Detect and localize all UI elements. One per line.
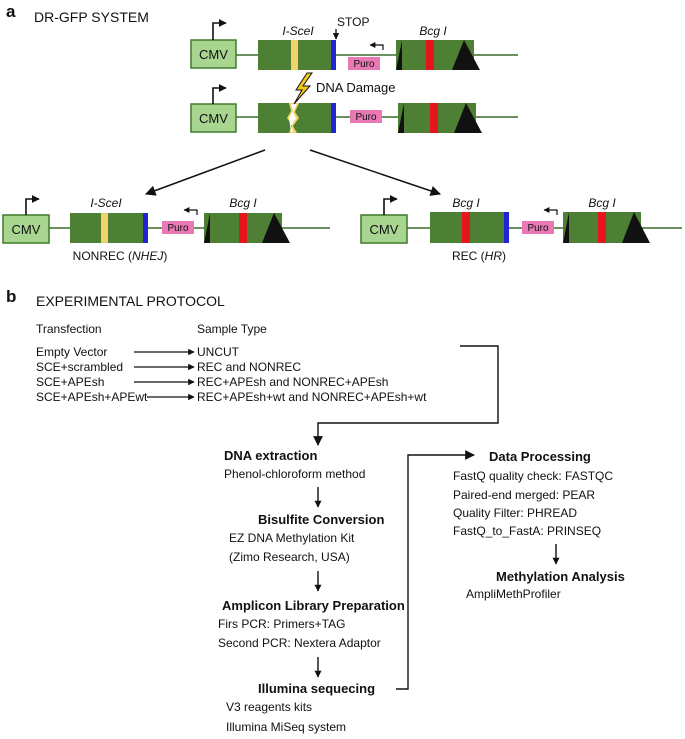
- nonrec-caption: NONREC (NHEJ): [73, 249, 168, 263]
- processing-line: Quality Filter: PHREAD: [453, 506, 577, 520]
- puro-gene: [350, 110, 382, 123]
- sample-cell: REC and NONREC: [197, 360, 301, 374]
- processing-line: FastQ_to_FastA: PRINSEQ: [453, 524, 601, 538]
- bcg-site: [426, 40, 434, 70]
- bcg-site: [462, 212, 470, 243]
- workflow-steps: DNA extraction Phenol-chloroform method …: [218, 448, 405, 734]
- arrow-to-nonrec: [145, 149, 266, 196]
- promoter-arrow: [383, 195, 398, 215]
- step-line: Firs PCR: Primers+TAG: [218, 617, 345, 631]
- puro-label: Puro: [527, 223, 549, 234]
- step-title-illumina: Illumina sequecing: [258, 681, 375, 696]
- puro-gene: [522, 221, 554, 234]
- step-title-amplicon: Amplicon Library Preparation: [222, 598, 405, 613]
- step-line: Phenol-chloroform method: [224, 467, 365, 481]
- cmv-label: CMV: [199, 111, 228, 126]
- construct-nonrec: CMV I-SceI Puro Bcg I NONREC (NHEJ): [2, 195, 330, 263]
- promoter-arrow: [212, 19, 227, 40]
- puro-gene: [162, 221, 194, 234]
- processing-line: Paired-end merged: PEAR: [453, 488, 595, 502]
- isce-label: I-SceI: [282, 24, 314, 38]
- cmv-promoter: [2, 214, 50, 244]
- bcg-label: Bcg I: [452, 196, 480, 210]
- col-header-transfection: Transfection: [36, 322, 102, 336]
- sample-cell: UNCUT: [197, 345, 240, 359]
- promoter-arrow: [25, 195, 40, 215]
- transfection-cell: SCE+APEsh: [36, 375, 104, 389]
- cmv-promoter: [360, 214, 408, 244]
- bcg-label: Bcg I: [229, 196, 257, 210]
- bcg-site: [239, 213, 247, 243]
- isce-site: [101, 213, 108, 243]
- sample-cell: REC+APEsh+wt and NONREC+APEsh+wt: [197, 390, 427, 404]
- construct-damaged: CMV DNA Damage Puro: [190, 72, 518, 133]
- transfection-cell: Empty Vector: [36, 345, 107, 359]
- rec-caption: REC (HR): [452, 249, 506, 263]
- bcg-label: Bcg I: [419, 24, 447, 38]
- step-title-bisulfite: Bisulfite Conversion: [258, 512, 384, 527]
- processing-line: FastQ quality check: FASTQC: [453, 469, 613, 483]
- transfection-table: Empty Vector UNCUT SCE+scrambled REC and…: [36, 345, 427, 404]
- puro-label: Puro: [353, 59, 375, 70]
- promoter-arrow: [212, 84, 227, 104]
- step-line: (Zimo Research, USA): [229, 550, 350, 564]
- panel-a-title: DR-GFP SYSTEM: [34, 9, 149, 25]
- stop-codon: [331, 103, 336, 133]
- analysis-title: Methylation Analysis: [496, 569, 625, 584]
- puro-gene: [348, 57, 380, 70]
- cmv-label: CMV: [12, 222, 41, 237]
- cmv-label: CMV: [199, 47, 228, 62]
- construct-original: CMV I-SceI STOP Puro Bcg I: [190, 15, 518, 70]
- analysis-line: AmpliMethProfiler: [466, 587, 561, 601]
- lightning-bolt-icon: [293, 72, 313, 105]
- bcg-label: Bcg I: [588, 196, 616, 210]
- stop-codon: [331, 40, 336, 70]
- step-line: V3 reagents kits: [226, 700, 312, 714]
- bcg-site: [430, 103, 438, 133]
- step-title-dna-extraction: DNA extraction: [224, 448, 317, 463]
- step-line: EZ DNA Methylation Kit: [229, 531, 355, 545]
- panel-b-title: EXPERIMENTAL PROTOCOL: [36, 293, 225, 309]
- cmv-promoter: [190, 39, 237, 69]
- connector-to-extraction: [313, 345, 499, 446]
- isce-site: [291, 40, 298, 70]
- stop-label: STOP: [337, 15, 369, 29]
- step-line: Illumina MiSeq system: [226, 720, 346, 734]
- data-processing-block: Data Processing FastQ quality check: FAS…: [453, 449, 625, 601]
- gfp-gene-upstream: [70, 213, 148, 243]
- step-line: Second PCR: Nextera Adaptor: [218, 636, 381, 650]
- col-header-sample: Sample Type: [197, 322, 267, 336]
- panel-a-letter: a: [6, 2, 16, 21]
- transfection-cell: SCE+scrambled: [36, 360, 123, 374]
- sample-cell: REC+APEsh and NONREC+APEsh: [197, 375, 388, 389]
- stop-codon: [504, 212, 509, 243]
- construct-rec: CMV Bcg I Puro Bcg I REC (HR): [360, 195, 682, 263]
- puro-label: Puro: [167, 223, 189, 234]
- isce-label: I-SceI: [90, 196, 122, 210]
- bcg-site: [598, 212, 606, 243]
- dna-damage-label: DNA Damage: [316, 80, 395, 95]
- arrow-to-rec: [309, 149, 441, 196]
- connector-to-processing: [396, 450, 475, 690]
- puro-label: Puro: [355, 112, 377, 123]
- transfection-cell: SCE+APEsh+APEwt: [36, 390, 148, 404]
- stop-codon: [143, 213, 148, 243]
- panel-b-letter: b: [6, 287, 16, 306]
- cmv-label: CMV: [370, 222, 399, 237]
- processing-title: Data Processing: [489, 449, 591, 464]
